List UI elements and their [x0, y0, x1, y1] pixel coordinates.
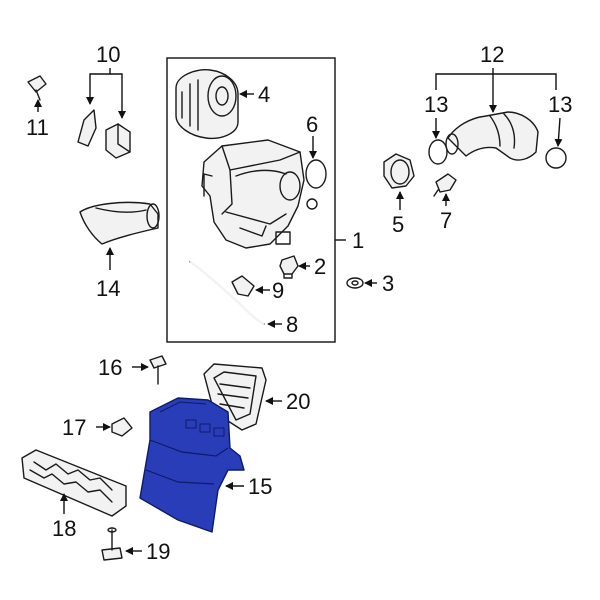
callout-7: 7	[440, 208, 452, 233]
hose-clamp-13-right	[545, 147, 567, 169]
callout-12-bracket-left	[435, 68, 494, 90]
plug-2	[279, 255, 299, 279]
grille-18	[21, 449, 127, 517]
air-filter-element	[175, 69, 239, 140]
small-bolt-near-6	[306, 198, 318, 210]
clip-10b	[105, 123, 131, 159]
callout-4: 4	[258, 82, 270, 107]
callout-13-left: 13	[424, 92, 448, 117]
screw-11	[27, 75, 47, 101]
inlet-duct-14	[79, 201, 160, 245]
callout-3: 3	[382, 271, 394, 296]
clamp-ring-6	[305, 159, 327, 189]
callout-2: 2	[314, 254, 326, 279]
callout-16: 16	[98, 355, 122, 380]
callout-10: 10	[96, 42, 120, 67]
callout-10-leader-b	[110, 73, 126, 119]
callout-14: 14	[96, 276, 120, 301]
bracket-9	[231, 275, 255, 297]
callout-17: 17	[62, 415, 86, 440]
air-duct-15-highlighted	[139, 397, 245, 533]
callout-8: 8	[286, 312, 298, 337]
callout-11: 11	[26, 115, 49, 140]
callout-9: 9	[272, 278, 284, 303]
bolt-16	[149, 355, 167, 385]
intake-hose-12	[445, 111, 539, 161]
callout-6: 6	[306, 112, 318, 137]
callout-19: 19	[146, 539, 170, 564]
callout-5: 5	[392, 212, 404, 237]
callout-15: 15	[248, 474, 272, 499]
callout-12: 12	[480, 42, 504, 67]
screw-19	[101, 527, 123, 561]
callout-10-leader-a	[86, 68, 111, 105]
callout-12-bracket-right	[493, 73, 557, 90]
callout-13-right: 13	[548, 92, 572, 117]
callout-20: 20	[286, 389, 310, 414]
clip-10a	[77, 109, 97, 147]
air-cleaner-assembly-box	[166, 57, 336, 343]
hose-clamp-13-left	[428, 139, 448, 165]
clip-17	[111, 417, 133, 437]
hose-8	[189, 260, 265, 326]
callout-1: 1	[352, 228, 364, 253]
air-cleaner-housing	[201, 139, 305, 249]
callout-13b-leader	[554, 117, 563, 147]
sensor-7	[433, 173, 457, 197]
coupler-5	[383, 153, 415, 189]
callout-18: 18	[52, 516, 76, 541]
washer-3	[346, 277, 364, 289]
